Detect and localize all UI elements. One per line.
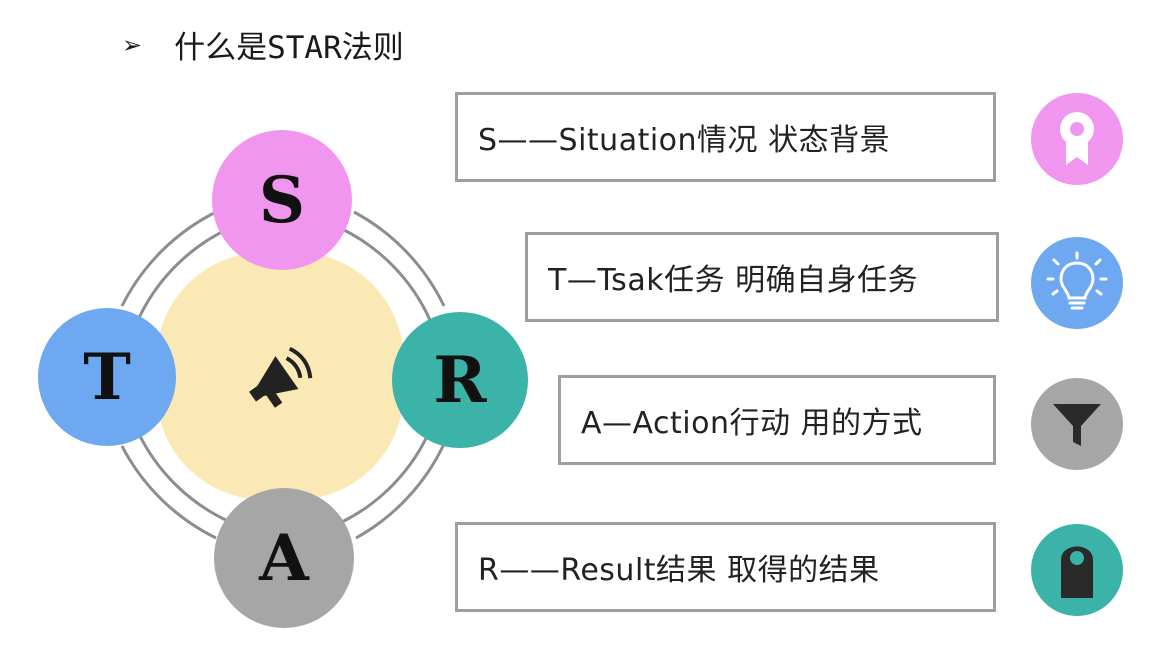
task-text: T—Tsak任务 明确自身任务 <box>548 263 919 298</box>
title-text: 什么是STAR法则 <box>174 30 404 66</box>
action-text: A—Action行动 用的方式 <box>581 406 923 441</box>
letter-a-circle: A <box>214 488 354 628</box>
result-box: R——Result结果 取得的结果 <box>455 522 996 612</box>
situation-box: S——Situation情况 状态背景 <box>455 92 996 182</box>
page-title: ➢ 什么是STAR法则 <box>122 22 404 67</box>
door-hanger-icon <box>1031 524 1123 616</box>
funnel-icon <box>1031 378 1123 470</box>
bullet-arrow-icon: ➢ <box>122 30 143 59</box>
letter-r: R <box>433 342 487 418</box>
action-box: A—Action行动 用的方式 <box>558 375 996 465</box>
letter-t: T <box>83 339 131 415</box>
situation-text: S——Situation情况 状态背景 <box>478 123 891 158</box>
connector-rings <box>120 210 446 540</box>
task-box: T—Tsak任务 明确自身任务 <box>525 232 999 322</box>
letter-s: S <box>258 162 306 238</box>
award-ribbon-icon <box>1031 93 1123 185</box>
megaphone-icon <box>249 346 313 408</box>
letter-s-circle: S <box>212 130 352 270</box>
lightbulb-icon <box>1031 237 1123 329</box>
result-text: R——Result结果 取得的结果 <box>478 553 880 588</box>
letter-r-circle: R <box>392 312 528 448</box>
letter-t-circle: T <box>38 308 176 446</box>
letter-a: A <box>259 520 309 596</box>
